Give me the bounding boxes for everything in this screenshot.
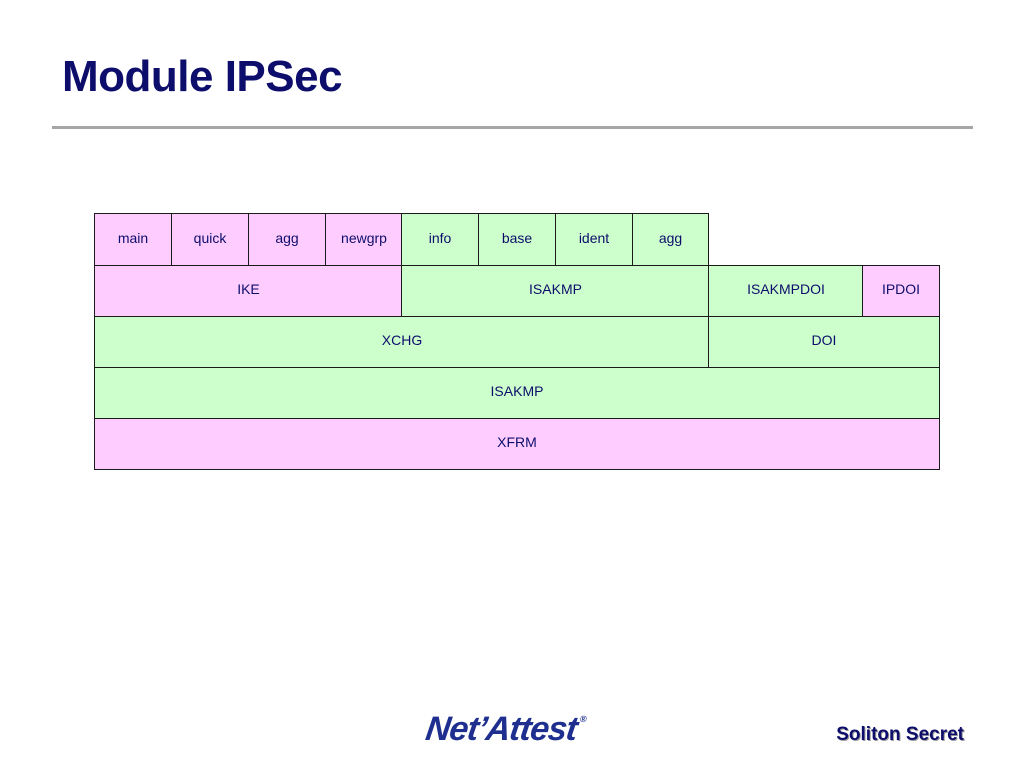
block-base: base	[478, 213, 556, 266]
block-label: agg	[658, 229, 683, 246]
block-label: agg	[275, 229, 299, 246]
block-isakmpdoi: ISAKMPDOI	[708, 265, 864, 317]
block-doi: DOI	[708, 316, 940, 368]
block-agg: agg	[248, 213, 326, 266]
slide-title: Module IPSec	[62, 52, 343, 101]
block-label: DOI	[811, 332, 837, 348]
block-main: main	[94, 213, 172, 266]
block-ike: IKE	[94, 265, 403, 317]
block-ipdoi: IPDOI	[862, 265, 940, 317]
block-isakmp-upper: ISAKMP	[401, 265, 710, 317]
block-label: base	[501, 229, 533, 246]
block-label: IKE	[237, 281, 260, 297]
logo-text: Net’Attest	[423, 710, 580, 748]
block-agg-isakmp: agg	[632, 213, 709, 266]
block-info: info	[401, 213, 479, 266]
block-label: main	[117, 229, 149, 246]
block-xfrm: XFRM	[94, 418, 940, 470]
block-label: ISAKMPDOI	[747, 281, 825, 297]
block-ident: ident	[555, 213, 633, 266]
confidentiality-label: Soliton Secret	[836, 724, 964, 745]
block-label: XCHG	[381, 332, 423, 348]
block-label: IPDOI	[881, 281, 921, 297]
block-label: quick	[193, 229, 227, 246]
block-label: XFRM	[497, 434, 537, 450]
block-label: ident	[578, 229, 610, 246]
block-newgrp: newgrp	[325, 213, 403, 266]
block-label: newgrp	[341, 229, 387, 246]
block-label: ISAKMP	[529, 281, 582, 297]
block-label: ISAKMP	[490, 383, 544, 399]
block-label: info	[428, 229, 452, 246]
block-quick: quick	[171, 213, 249, 266]
title-divider	[52, 126, 973, 129]
block-isakmp-base: ISAKMP	[94, 367, 940, 419]
block-xchg: XCHG	[94, 316, 710, 368]
netattest-logo: Net’Attest®	[423, 710, 587, 749]
